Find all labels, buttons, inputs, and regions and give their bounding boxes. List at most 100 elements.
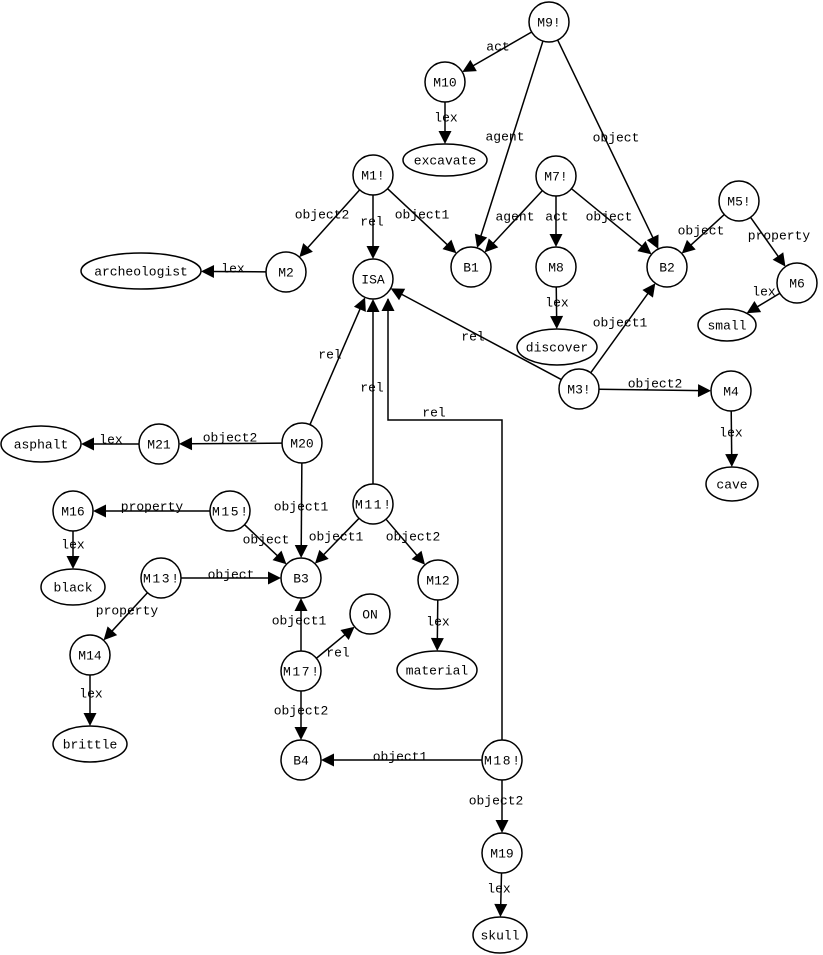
- node-material[interactable]: material: [396, 650, 478, 690]
- edge-m12-to-material: lex: [426, 599, 450, 652]
- node-circle: [646, 246, 688, 288]
- node-circle: [280, 739, 322, 781]
- node-m12[interactable]: M12: [417, 559, 459, 601]
- edge-label: lex: [79, 686, 103, 701]
- node-ellipse: [80, 252, 202, 290]
- edge-m1-asserted-to-m2: object2: [295, 189, 361, 258]
- node-m15-asserted[interactable]: M15!: [209, 490, 251, 532]
- edge-line: [590, 290, 651, 374]
- node-cave[interactable]: cave: [705, 466, 759, 502]
- edge-line: [470, 31, 533, 68]
- edge-label: agent: [485, 129, 524, 144]
- node-m6[interactable]: M6: [776, 262, 818, 304]
- node-circle: [776, 262, 818, 304]
- node-m3-asserted[interactable]: M3!: [558, 368, 600, 410]
- node-label: M8: [548, 260, 564, 275]
- node-m5-asserted[interactable]: M5!: [718, 180, 760, 222]
- edge-label: property: [96, 603, 159, 618]
- edge-line: [385, 518, 420, 558]
- edge-label: object: [208, 567, 255, 582]
- edge-label: rel: [326, 645, 350, 660]
- node-b3[interactable]: B3: [280, 557, 322, 599]
- node-b1[interactable]: B1: [450, 246, 492, 288]
- node-label: M13!: [143, 571, 179, 586]
- node-circle: [138, 423, 180, 465]
- node-m11-asserted[interactable]: M11!: [352, 483, 394, 525]
- edge-line: [479, 40, 544, 239]
- edge-m21-to-asphalt: lex: [81, 432, 139, 451]
- node-m1-asserted[interactable]: M1!: [352, 154, 394, 196]
- edge-label: act: [545, 209, 568, 224]
- arrowhead-icon: [272, 550, 287, 565]
- node-isa[interactable]: ISA: [352, 258, 394, 300]
- node-ellipse: [472, 916, 528, 954]
- edge-label: object: [593, 130, 640, 145]
- node-label: M7!: [544, 169, 567, 184]
- edge-m20-to-b3: object1: [274, 462, 329, 559]
- node-label: cave: [716, 477, 747, 492]
- node-archeologist[interactable]: archeologist: [80, 252, 202, 290]
- node-skull[interactable]: skull: [472, 916, 528, 954]
- node-on[interactable]: ON: [349, 593, 391, 635]
- edge-label: rel: [360, 214, 384, 229]
- edge-label: lex: [434, 110, 458, 125]
- edge-m13-asserted-to-m14: property: [96, 592, 159, 641]
- arrowhead-icon: [549, 234, 563, 247]
- node-brittle[interactable]: brittle: [52, 725, 128, 763]
- node-black[interactable]: black: [40, 568, 106, 606]
- edge-line: [598, 388, 702, 392]
- node-b2[interactable]: B2: [646, 246, 688, 288]
- node-m13-asserted[interactable]: M13!: [140, 557, 182, 599]
- node-label: discover: [526, 340, 588, 355]
- node-m10[interactable]: M10: [424, 61, 466, 103]
- node-m9-asserted[interactable]: M9!: [528, 1, 570, 43]
- node-excavate[interactable]: excavate: [402, 143, 488, 177]
- node-ellipse: [0, 425, 82, 463]
- node-asphalt[interactable]: asphalt: [0, 425, 82, 463]
- node-m17-asserted[interactable]: M17!: [280, 650, 322, 692]
- node-m14[interactable]: M14: [69, 634, 111, 676]
- edge-label: object1: [395, 207, 450, 222]
- node-m8[interactable]: M8: [535, 246, 577, 288]
- node-circle: [349, 593, 391, 635]
- edge-line: [399, 292, 562, 381]
- node-small[interactable]: small: [697, 308, 757, 342]
- edge-m9-asserted-to-b2: object: [557, 39, 659, 249]
- node-label: excavate: [414, 153, 476, 168]
- node-circle: [450, 246, 492, 288]
- node-m21[interactable]: M21: [138, 423, 180, 465]
- arrowhead-icon: [550, 315, 564, 330]
- edge-m18-asserted-to-isa: rel: [381, 298, 503, 740]
- arrowhead-icon: [430, 637, 444, 652]
- node-discover[interactable]: discover: [516, 328, 598, 366]
- node-circle: [280, 650, 322, 692]
- edge-label: object2: [274, 703, 329, 718]
- node-circle: [718, 180, 760, 222]
- node-label: M4: [723, 384, 739, 399]
- node-label: B3: [293, 571, 309, 586]
- edge-m7-asserted-to-b1: agent: [484, 190, 543, 253]
- edge-m11-asserted-to-b3: object1: [309, 517, 364, 564]
- node-m19[interactable]: M19: [481, 832, 523, 874]
- edge-m2-to-archeologist: lex: [200, 261, 267, 279]
- node-label: B2: [659, 260, 675, 275]
- node-b4[interactable]: B4: [280, 739, 322, 781]
- arrowhead-icon: [66, 556, 80, 569]
- node-m4[interactable]: M4: [710, 370, 752, 412]
- node-circle: [352, 258, 394, 300]
- edge-label: object1: [272, 613, 327, 628]
- node-label: M20: [290, 436, 313, 451]
- edge-label: agent: [495, 209, 534, 224]
- edge-label: lex: [221, 261, 245, 276]
- node-m18-asserted[interactable]: M18!: [481, 739, 523, 781]
- node-m20[interactable]: M20: [281, 422, 323, 464]
- node-m16[interactable]: M16: [52, 490, 94, 532]
- node-m2[interactable]: M2: [265, 251, 307, 293]
- arrowhead-icon: [353, 297, 366, 312]
- node-circle: [535, 155, 577, 197]
- edge-label: lex: [426, 614, 450, 629]
- node-m7-asserted[interactable]: M7!: [535, 155, 577, 197]
- edge-label: object: [678, 223, 725, 238]
